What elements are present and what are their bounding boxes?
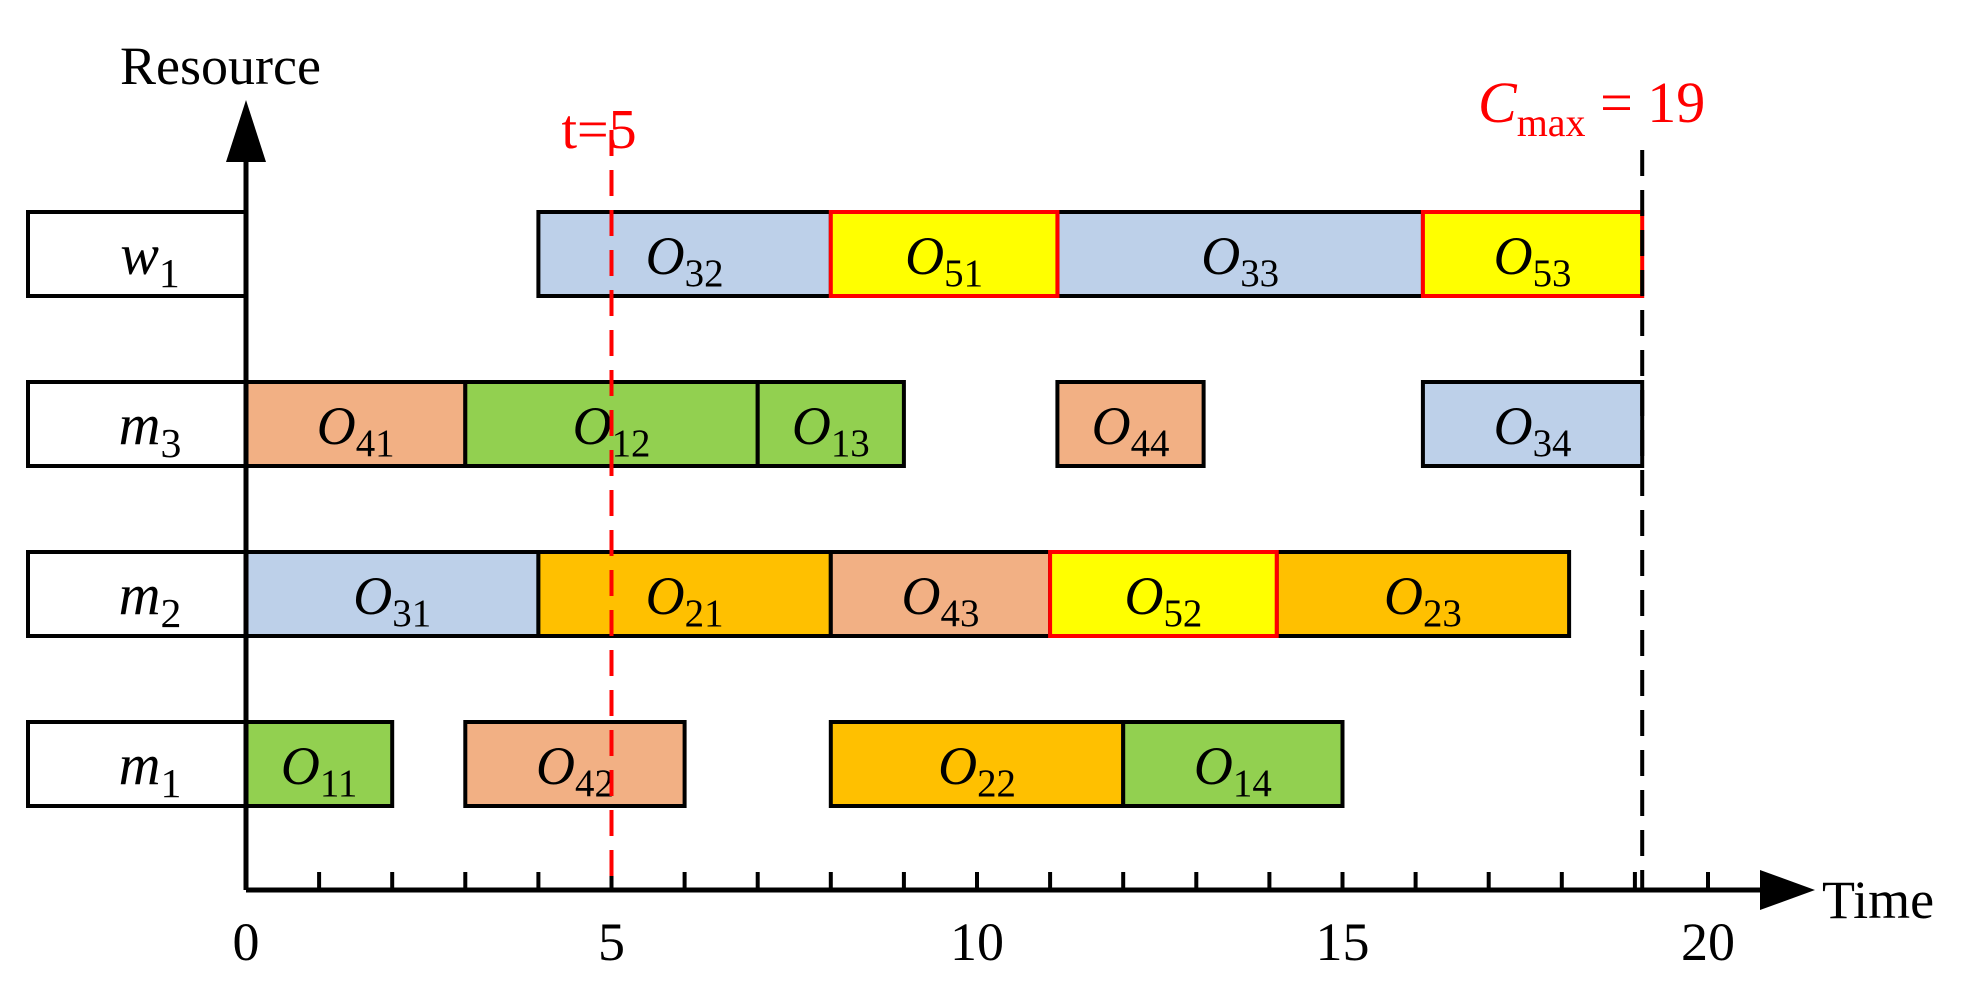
operation-label: O42: [536, 736, 614, 805]
resource-rows: w1 m3 m2 m1: [26, 210, 248, 808]
resource-label: m1: [119, 732, 182, 807]
operation-bar: [1420, 380, 1645, 468]
operation-bar: [828, 210, 1060, 298]
operation-label: O12: [573, 396, 651, 465]
marker-label-t5: t=5: [562, 99, 637, 161]
resource-label: m2: [119, 562, 182, 637]
operation-label: O41: [317, 396, 395, 465]
resource-label-box: [26, 210, 248, 298]
operation-label: O43: [902, 566, 980, 635]
operation-bar: [755, 380, 906, 468]
marker-label-cmax: Cmax = 19: [1478, 70, 1705, 145]
operation-bar: [1048, 550, 1279, 638]
axes: 0 5 10 15 20: [226, 100, 1815, 972]
time-markers: t=5 Cmax = 19: [562, 70, 1705, 890]
operation-bar: [1055, 380, 1206, 468]
operation-label: O13: [792, 396, 870, 465]
x-tick-label: 0: [233, 912, 260, 972]
operation-bar: [244, 720, 395, 808]
x-axis-arrow: [1760, 870, 1815, 910]
operation-label: O53: [1494, 226, 1572, 295]
operation-label: O23: [1384, 566, 1462, 635]
resource-label: w1: [120, 222, 180, 297]
y-axis-arrow: [226, 100, 266, 162]
operation-label: O11: [281, 736, 357, 805]
operation-bar: [1121, 720, 1345, 808]
operation-label: O52: [1124, 566, 1202, 635]
operation-label: O22: [938, 736, 1016, 805]
operation-bar: [536, 210, 833, 298]
resource-label: m3: [119, 392, 182, 467]
operation-label: O51: [905, 226, 983, 295]
operation-label: O14: [1194, 736, 1272, 805]
x-tick-label: 20: [1681, 912, 1735, 972]
operation-bar: [536, 550, 833, 638]
x-tick-label: 15: [1316, 912, 1370, 972]
operation-label: O32: [646, 226, 724, 295]
operation-label: O34: [1494, 396, 1572, 465]
operation-bar: [828, 720, 1126, 808]
operation-label: O44: [1092, 396, 1170, 465]
operation-label: O31: [353, 566, 431, 635]
x-tick-label: 10: [950, 912, 1004, 972]
x-axis-label: Time: [1822, 870, 1934, 930]
operation-label: O33: [1201, 226, 1279, 295]
x-tick-label: 5: [598, 912, 625, 972]
operation-label: O21: [646, 566, 724, 635]
y-axis-label: Resource: [120, 36, 321, 96]
operation-bar: [463, 720, 687, 808]
